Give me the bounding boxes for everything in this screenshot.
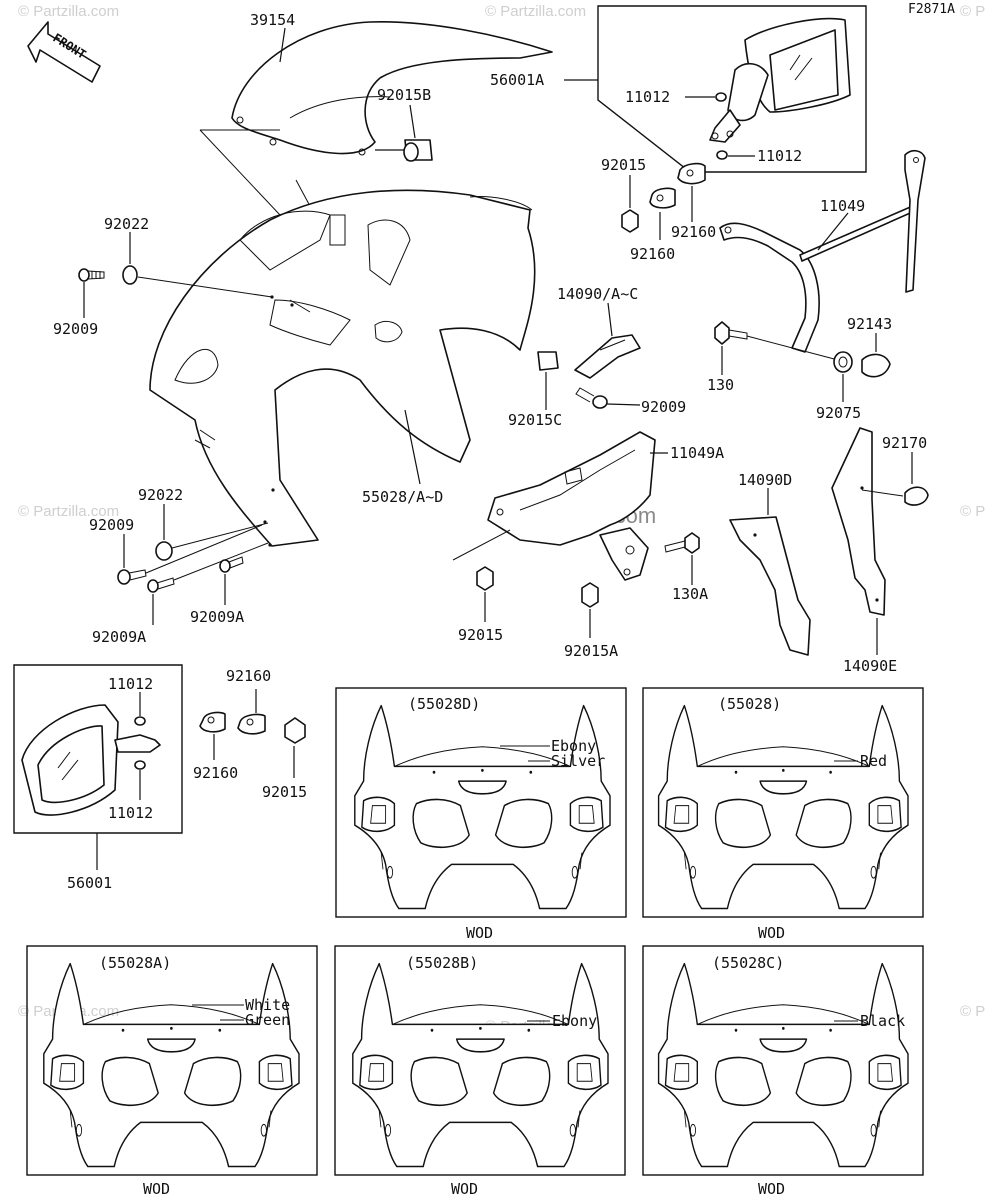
variant-footer: WOD — [143, 1180, 170, 1198]
bracket-14090AC — [574, 334, 641, 379]
diagram-code: F2871A — [908, 2, 955, 17]
variant-code: (55028C) — [712, 954, 784, 972]
label-92160-upper: 92160 — [671, 223, 716, 241]
variant-code: (55028A) — [99, 954, 171, 972]
label-92009-bracket: 92009 — [641, 398, 686, 416]
screw-92009A-b — [219, 556, 244, 573]
grommet-92015B — [403, 139, 433, 162]
label-92009-lower: 92009 — [89, 516, 134, 534]
label-11012-top: 11012 — [625, 88, 670, 106]
plate-92160-d — [237, 713, 266, 735]
watermark: © Partzilla.com — [485, 3, 586, 20]
label-11012-lower-a: 11012 — [108, 675, 153, 693]
variant-55028: (55028) Red WOD — [642, 687, 924, 942]
label-92015-lower-left: 92015 — [262, 783, 307, 801]
stay-11049A — [487, 431, 656, 581]
panel-14090E — [831, 427, 886, 616]
variant-color: Green — [245, 1011, 290, 1029]
collar-92075 — [833, 351, 853, 373]
label-92015B: 92015B — [377, 86, 431, 104]
mirror-56001A — [709, 17, 851, 160]
plate-92160-a — [649, 187, 676, 209]
label-92143: 92143 — [847, 315, 892, 333]
label-11012-lower-b: 11012 — [108, 804, 153, 822]
label-92160-lower-right: 92160 — [226, 667, 271, 685]
upper-cowl — [149, 189, 536, 547]
bolt-130A — [664, 532, 700, 554]
label-130: 130 — [707, 376, 734, 394]
label-92015C: 92015C — [508, 411, 562, 429]
variant-color: White — [245, 996, 290, 1014]
label-92015A: 92015A — [564, 642, 618, 660]
plate-92160-b — [677, 162, 706, 185]
screw-92009 — [78, 268, 105, 282]
variant-55028B: (55028B) Ebony WOD — [334, 945, 626, 1198]
variant-color: Ebony — [552, 1012, 597, 1030]
variant-code: (55028) — [718, 695, 781, 713]
washer-92022-lower — [155, 541, 173, 561]
cap-92143 — [861, 353, 891, 378]
label-56001: 56001 — [67, 874, 112, 892]
label-92170: 92170 — [882, 434, 927, 452]
watermark: © P — [960, 3, 985, 20]
watermark: © P — [960, 1003, 985, 1020]
label-92009A-upper: 92009A — [190, 608, 244, 626]
variant-code: (55028D) — [408, 695, 480, 713]
variant-55028D: (55028D) Ebony Silver WOD — [335, 687, 627, 942]
windshield — [231, 21, 553, 156]
stay-11049 — [719, 149, 926, 353]
label-39154: 39154 — [250, 11, 295, 29]
variant-color: Red — [860, 752, 887, 770]
watermark: © Partzilla.com — [18, 503, 119, 520]
label-11049A: 11049A — [670, 444, 724, 462]
nut-92015-lower — [476, 566, 494, 591]
plate-92160-c — [199, 711, 226, 733]
screw-92009-lower — [117, 569, 147, 585]
watermark: © Partzilla.com — [18, 3, 119, 20]
screw-92009A-a — [147, 577, 175, 593]
variant-color: Ebony — [551, 737, 596, 755]
label-92015-top: 92015 — [601, 156, 646, 174]
variant-55028A: (55028A) White Green WOD — [26, 945, 318, 1198]
label-92022-top: 92022 — [104, 215, 149, 233]
label-92160-lower: 92160 — [630, 245, 675, 263]
grommet-92170 — [904, 486, 929, 506]
label-130A: 130A — [672, 585, 708, 603]
nut-92015 — [621, 209, 639, 233]
variant-footer: WOD — [758, 924, 785, 942]
label-92009-top: 92009 — [53, 320, 98, 338]
screw-92009-bracket — [575, 387, 608, 409]
label-14090AC: 14090/A~C — [557, 285, 638, 303]
nut-92015-lower-left — [284, 717, 306, 744]
variant-footer: WOD — [466, 924, 493, 942]
label-11049: 11049 — [820, 197, 865, 215]
label-92022-lower: 92022 — [138, 486, 183, 504]
nut-92015A — [581, 582, 599, 608]
variant-footer: WOD — [451, 1180, 478, 1198]
variant-color: Black — [860, 1012, 905, 1030]
watermark: © P — [960, 503, 985, 520]
variant-code: (55028B) — [406, 954, 478, 972]
label-14090D: 14090D — [738, 471, 792, 489]
label-92160-lower-left: 92160 — [193, 764, 238, 782]
label-11012-bottom: 11012 — [757, 147, 802, 165]
label-56001A: 56001A — [490, 71, 544, 89]
bolt-130 — [714, 321, 748, 345]
mirror-56001 — [21, 704, 161, 816]
label-92075: 92075 — [816, 404, 861, 422]
washer-92022 — [122, 265, 138, 285]
label-92009A-lower: 92009A — [92, 628, 146, 646]
variant-footer: WOD — [758, 1180, 785, 1198]
front-arrow-icon: FRONT — [27, 21, 101, 83]
panel-14090D — [729, 516, 811, 656]
variant-55028C: (55028C) Black WOD — [642, 945, 924, 1198]
label-14090E: 14090E — [843, 657, 897, 675]
label-55028AD: 55028/A~D — [362, 488, 443, 506]
clip-92015C — [537, 351, 559, 371]
label-92015-lower: 92015 — [458, 626, 503, 644]
variant-color: Silver — [551, 752, 605, 770]
